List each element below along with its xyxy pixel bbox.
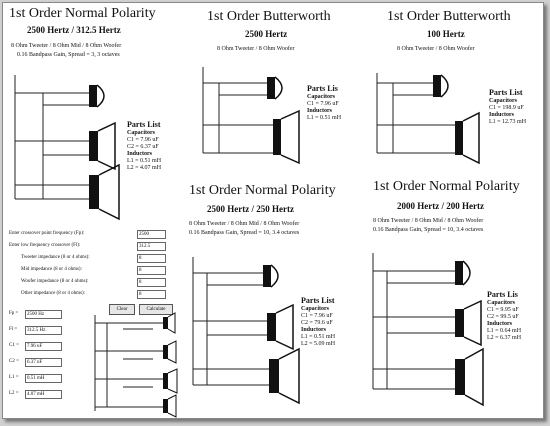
schematic-2way: [376, 73, 480, 165]
capacitors-heading: Capacitors: [301, 306, 329, 312]
parts-list-title: Parts List: [127, 120, 161, 129]
schematic-3way: [14, 75, 120, 221]
capacitors-heading: Capacitors: [127, 130, 155, 136]
result-value: 0.51 mH: [25, 374, 62, 383]
schematic-2way: [202, 67, 300, 165]
parts-list-title: Parts List: [301, 296, 335, 305]
inductors-heading: Inductors: [301, 327, 327, 333]
parts-list-title: Parts Lis: [487, 290, 518, 299]
tweeter-impedance-input[interactable]: 8: [137, 254, 166, 263]
sheet-subtitle: 100 Hertz: [427, 29, 465, 39]
capacitor-value: C1 = 7.96 uF: [301, 313, 333, 319]
result-label: C2 =: [9, 359, 19, 364]
result-label: Fl =: [9, 327, 18, 332]
result-value: 6.37 uF: [25, 358, 62, 367]
schematic-3way: [372, 253, 484, 407]
mini-schematic: [94, 312, 178, 418]
inductor-value: L1 = 0.64 mH: [487, 328, 522, 334]
schematic-3way: [192, 257, 300, 405]
parts-list-title: Parts Lis: [307, 84, 338, 93]
result-label: Fp =: [9, 311, 19, 316]
sheet-note: 0.16 Bandpass Gain, Spread = 10, 3.4 oct…: [373, 227, 484, 233]
parts-list: Parts List Capacitors C1 = 7.96 uF C2 = …: [301, 297, 335, 348]
parts-list-title: Parts List: [489, 88, 523, 97]
clear-button[interactable]: Clear: [109, 304, 135, 315]
inductor-value: L1 = 12.73 mH: [489, 119, 527, 125]
sheet-title: 1st Order Butterworth: [207, 9, 331, 24]
sheet-note: 8 Ohm Tweeter / 8 Ohm Woofer: [217, 46, 295, 52]
parts-list: Parts List Capacitors C1 = 198.9 uF Indu…: [489, 89, 526, 126]
other-impedance-input[interactable]: 8: [137, 290, 166, 299]
calc-label: Mid impedance (8 or 4 ohms):: [21, 267, 82, 272]
capacitor-value: C1 = 7.96 uF: [127, 137, 159, 143]
crossover-sheet-3way-2000-200: 1st Order Normal Polarity 2000 Hertz / 2…: [365, 177, 543, 418]
sheet-note: 8 Ohm Tweeter / 8 Ohm Mid / 8 Ohm Woofer: [11, 43, 122, 49]
crossover-frequency-input[interactable]: 2500: [137, 230, 166, 239]
sheet-note: 8 Ohm Tweeter / 8 Ohm Mid / 8 Ohm Woofer: [373, 218, 484, 224]
capacitor-value: C2 = 99.5 uF: [487, 314, 519, 320]
collage-frame: 1st Order Normal Polarity 2500 Hertz / 3…: [2, 2, 544, 419]
inductor-value: L1 = 0.51 mH: [307, 115, 342, 121]
capacitor-value: C1 = 7.96 uF: [307, 101, 339, 107]
calc-label: Tweeter impedance (8 or 4 ohms):: [21, 255, 90, 260]
inductors-heading: Inductors: [487, 321, 513, 327]
sheet-note: 8 Ohm Tweeter / 8 Ohm Mid / 8 Ohm Woofer: [189, 221, 300, 227]
sheet-subtitle: 2500 Hertz / 312.5 Hertz: [27, 25, 121, 35]
result-label: L2 =: [9, 391, 19, 396]
calculate-button[interactable]: Calculate: [139, 304, 173, 315]
inductor-value: L1 = 0.51 mH: [301, 334, 336, 340]
inductors-heading: Inductors: [127, 151, 153, 157]
result-value: 312.5 Hz: [25, 326, 62, 335]
sheet-subtitle: 2000 Hertz / 200 Hertz: [397, 201, 484, 211]
sheet-subtitle: 2500 Hertz / 250 Hertz: [207, 204, 294, 214]
crossover-sheet-2way-2500: 1st Order Butterworth 2500 Hertz 8 Ohm T…: [183, 3, 363, 179]
parts-list: Parts List Capacitors C1 = 7.96 uF C2 = …: [127, 121, 161, 172]
result-value: 4.07 mH: [25, 390, 62, 399]
capacitor-value: C2 = 79.6 uF: [301, 320, 333, 326]
inductor-value: L1 = 0.51 mH: [127, 158, 162, 164]
sheet-title: 1st Order Normal Polarity: [373, 179, 520, 194]
calc-label: Enter crossover point frequency (Fp):: [9, 231, 85, 236]
low-frequency-input[interactable]: 312.5: [137, 242, 166, 251]
parts-list: Parts Lis Capacitors C1 = 7.96 uF Induct…: [307, 85, 341, 122]
calc-label: Woofer impedance (8 or 4 ohms):: [21, 279, 89, 284]
sheet-title: 1st Order Normal Polarity: [189, 183, 336, 198]
parts-list: Parts Lis Capacitors C1 = 9.95 uF C2 = 9…: [487, 291, 521, 342]
result-value: 2500 Hz: [25, 310, 62, 319]
result-label: C1 =: [9, 343, 19, 348]
inductors-heading: Inductors: [489, 112, 515, 118]
inductors-heading: Inductors: [307, 108, 333, 114]
sheet-note: 0.16 Bandpass Gain, Spread = 3, 3 octave…: [17, 52, 120, 58]
inductor-value: L2 = 4.07 mH: [127, 165, 162, 171]
sheet-subtitle: 2500 Hertz: [245, 29, 288, 39]
crossover-sheet-3way-2500-312: 1st Order Normal Polarity 2500 Hertz / 3…: [3, 3, 181, 229]
calc-label: Other impedance (8 or 4 ohms):: [21, 291, 86, 296]
sheet-note: 8 Ohm Tweeter / 8 Ohm Woofer: [397, 46, 475, 52]
sheet-title: 1st Order Normal Polarity: [9, 6, 156, 21]
capacitor-value: C2 = 6.37 uF: [127, 144, 159, 150]
inductor-value: L2 = 5.09 mH: [301, 341, 336, 347]
woofer-impedance-input[interactable]: 8: [137, 278, 166, 287]
calc-label: Enter low frequency crossover (Fl):: [9, 243, 81, 248]
capacitors-heading: Capacitors: [307, 94, 335, 100]
mid-impedance-input[interactable]: 8: [137, 266, 166, 275]
crossover-sheet-3way-2500-250: 1st Order Normal Polarity 2500 Hertz / 2…: [183, 181, 363, 418]
sheet-note: 0.16 Bandpass Gain, Spread = 10, 3.4 oct…: [189, 230, 300, 236]
crossover-sheet-2way-100: 1st Order Butterworth 100 Hertz 8 Ohm Tw…: [365, 3, 543, 179]
result-label: L1 =: [9, 375, 19, 380]
capacitor-value: C1 = 198.9 uF: [489, 105, 524, 111]
capacitors-heading: Capacitors: [487, 300, 515, 306]
sheet-title: 1st Order Butterworth: [387, 9, 511, 24]
result-value: 7.96 uF: [25, 342, 62, 351]
capacitors-heading: Capacitors: [489, 98, 517, 104]
inductor-value: L2 = 6.37 mH: [487, 335, 522, 341]
capacitor-value: C1 = 9.95 uF: [487, 307, 519, 313]
crossover-calculator-form: Enter crossover point frequency (Fp): 25…: [3, 229, 181, 418]
